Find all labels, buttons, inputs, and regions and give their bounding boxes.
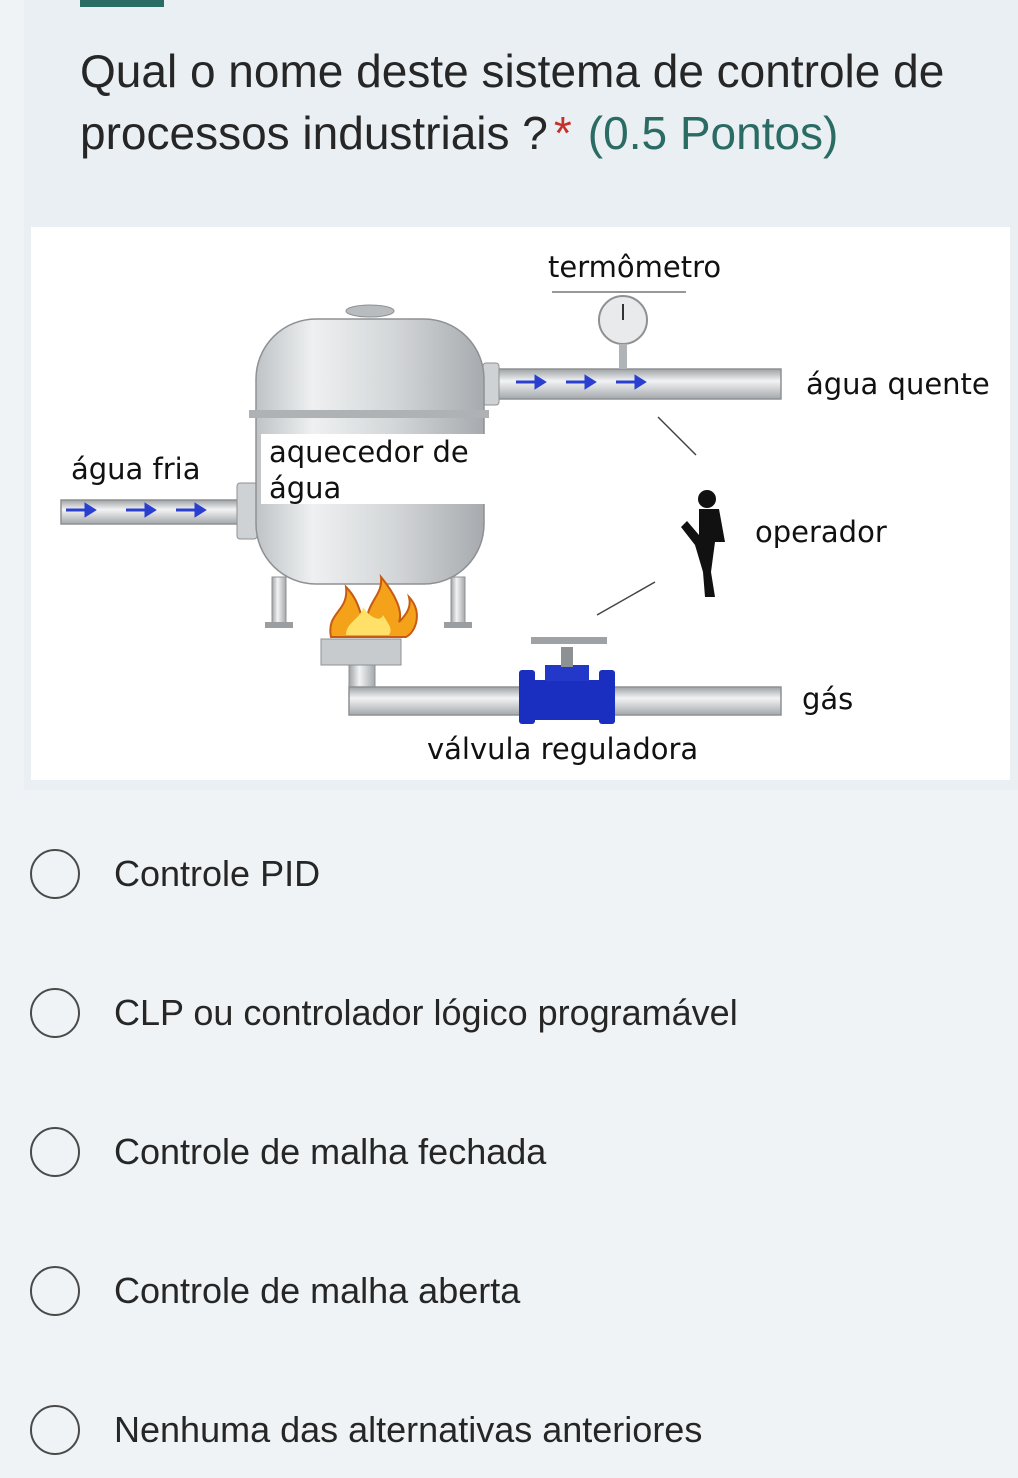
radio-button[interactable]	[30, 988, 80, 1038]
heater-diagram	[60, 291, 782, 724]
option-label: Controle de malha fechada	[114, 1131, 547, 1172]
label-heater-line2: água	[269, 471, 342, 505]
option-nenhuma[interactable]: Nenhuma das alternativas anteriores	[30, 1400, 990, 1460]
radio-button[interactable]	[30, 1266, 80, 1316]
label-valve: válvula reguladora	[427, 732, 699, 766]
label-gas: gás	[802, 682, 854, 716]
option-malha-fechada[interactable]: Controle de malha fechada	[30, 1122, 990, 1182]
label-heater: aquecedor de água	[261, 434, 501, 505]
required-mark: *	[553, 107, 572, 159]
question-text: Qual o nome deste sistema de controle de…	[80, 45, 945, 159]
top-accent-bar	[80, 0, 164, 7]
radio-button[interactable]	[30, 1127, 80, 1177]
option-label: Nenhuma das alternativas anteriores	[114, 1409, 703, 1450]
regulating-valve	[519, 637, 615, 724]
label-thermometer: termômetro	[548, 250, 722, 284]
cold-water-pipe	[60, 482, 258, 540]
burner-flame	[320, 573, 418, 666]
option-label: Controle de malha aberta	[114, 1270, 521, 1311]
label-cold-water: água fria	[71, 452, 201, 486]
flow-arrows	[66, 374, 647, 518]
radio-button[interactable]	[30, 849, 80, 899]
line-to-thermometer	[657, 416, 697, 456]
hot-water-pipe	[480, 362, 782, 406]
option-label: CLP ou controlador lógico programável	[114, 992, 738, 1033]
option-label: Controle PID	[114, 853, 321, 894]
radio-button[interactable]	[30, 1405, 80, 1455]
question-points: (0.5 Pontos)	[587, 107, 839, 159]
line-to-valve	[596, 581, 656, 616]
option-controle-pid[interactable]: Controle PID	[30, 844, 990, 904]
label-operator: operador	[755, 515, 887, 549]
label-hot-water: água quente	[806, 367, 990, 401]
question-image: termômetro água quente água fria aqueced…	[31, 227, 1010, 780]
thermometer	[552, 291, 686, 369]
operator-figure	[681, 490, 725, 597]
option-clp[interactable]: CLP ou controlador lógico programável	[30, 983, 990, 1043]
question-title: Qual o nome deste sistema de controle de…	[80, 40, 980, 164]
option-malha-aberta[interactable]: Controle de malha aberta	[30, 1261, 990, 1321]
label-heater-line1: aquecedor de	[269, 435, 469, 469]
